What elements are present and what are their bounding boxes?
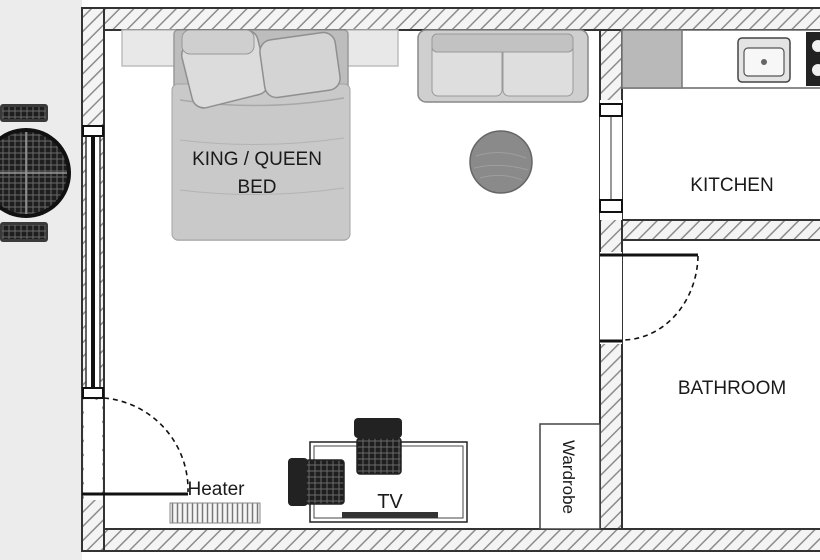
- kitchen-opening: [599, 100, 623, 220]
- nightstand-left: [121, 29, 177, 67]
- coffee-table: [469, 130, 533, 194]
- bed: [171, 29, 351, 241]
- balcony-area: [0, 0, 82, 560]
- pillow-back: [181, 29, 255, 55]
- wardrobe: [539, 423, 601, 530]
- desk-chair-left: [288, 458, 345, 506]
- desk-chair-top: [354, 418, 402, 475]
- heater: [169, 502, 261, 524]
- fridge: [621, 29, 683, 89]
- pillow-right: [259, 31, 341, 99]
- bathroom-door: [600, 252, 699, 344]
- bathroom-label: BATHROOM: [678, 378, 786, 399]
- balcony-table-set: [0, 104, 71, 242]
- balcony-window: [82, 125, 104, 399]
- bed-label-line1: KING / QUEEN: [192, 149, 322, 170]
- stove-burners: [806, 32, 820, 86]
- nightstand-right: [345, 29, 399, 67]
- kitchen-counter: [621, 29, 820, 89]
- wardrobe-label: Wardrobe: [559, 440, 578, 514]
- heater-label: Heater: [187, 479, 245, 500]
- bed-label-line2: BED: [237, 177, 276, 198]
- entry-door: [82, 397, 189, 500]
- sofa: [417, 29, 589, 103]
- tv-label: TV: [377, 491, 403, 513]
- kitchen-label: KITCHEN: [690, 175, 773, 196]
